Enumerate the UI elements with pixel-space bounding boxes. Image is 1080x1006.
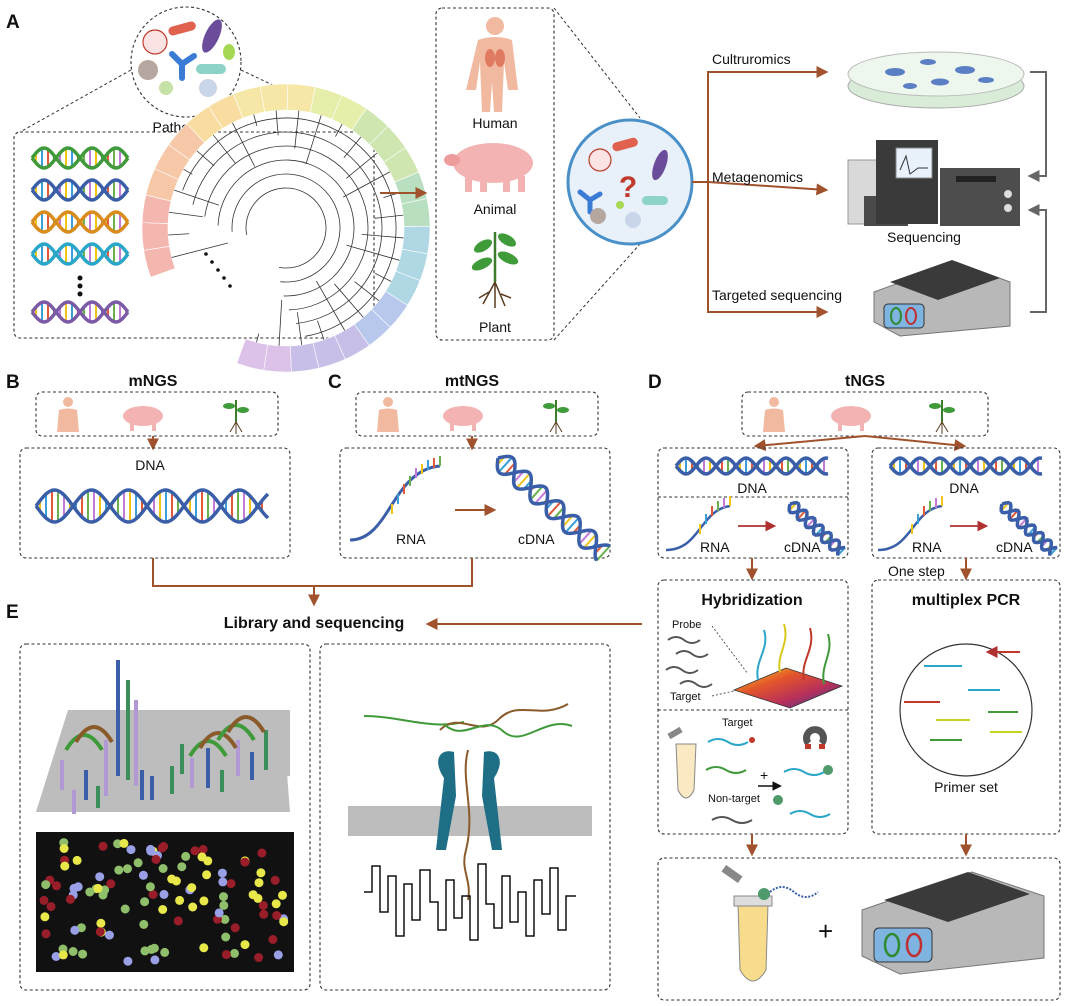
one-step-label: One step (888, 563, 945, 579)
target-label-2: Target (722, 717, 753, 729)
library-pcr-machine-icon (861, 871, 1045, 975)
probe-label: Probe (672, 619, 701, 631)
non-target-label: Non-target (708, 793, 760, 805)
nanopore-box (319, 643, 611, 991)
probe-strands (665, 636, 713, 688)
library-sequencing-label: Library and sequencing (224, 615, 404, 632)
tngs-hosts-box (741, 391, 989, 437)
dna-stack (30, 146, 130, 324)
panel-label-e: E (6, 602, 19, 623)
panel-label-d: D (648, 372, 662, 393)
primer-arrows (904, 646, 1022, 741)
capture-plus-sign: + (760, 767, 768, 783)
genomes-box (13, 131, 375, 339)
mtngs-cdna-label: cDNA (518, 531, 555, 547)
tngs-library-box (657, 857, 1061, 1001)
metagenomics-label: Metagenomics (712, 169, 803, 185)
tngs-right-dna-helix (888, 456, 1043, 476)
nanopore-illustration (348, 703, 592, 901)
human-icon (466, 17, 518, 112)
mngs-title: mNGS (129, 373, 178, 390)
mtngs-host-icons (377, 397, 569, 434)
mtngs-rna-label: RNA (396, 531, 426, 547)
mngs-dna-helix (34, 488, 270, 524)
capture-strands (705, 737, 833, 824)
culturomics-label: Cultruromics (712, 51, 791, 67)
flow-cell-illustration (36, 660, 290, 814)
hybridization-box (657, 579, 849, 835)
hybridization-title: Hybridization (701, 592, 802, 609)
mngs-dna-box (19, 447, 291, 559)
pcr-machine-icon (873, 260, 1011, 337)
tngs-left-dna-helix (674, 456, 829, 476)
magnet-icon (803, 726, 828, 749)
sequencing-label: Sequencing (887, 229, 961, 245)
tngs-left-nucleic-box (657, 447, 849, 559)
panel-label-a: A (6, 12, 20, 33)
tngs-right-rna-label: RNA (912, 539, 942, 555)
mngs-hosts-box (35, 391, 279, 437)
tngs-left-dna-label: DNA (737, 480, 767, 496)
library-tube-icon (721, 864, 819, 982)
microarray-chip (732, 623, 844, 709)
mngs-dna-label: DNA (135, 457, 165, 473)
tngs-right-cdna-label: cDNA (996, 539, 1033, 555)
pathogens-circle (130, 6, 242, 118)
mngs-host-icons (57, 397, 249, 434)
phylogenetic-tree (141, 83, 431, 373)
target-label: Target (670, 691, 701, 703)
unknown-question-mark: ? (619, 171, 637, 204)
multiplex-pcr-title: multiplex PCR (912, 592, 1021, 609)
library-plus-sign: + (818, 916, 833, 946)
mtngs-hosts-box (355, 391, 599, 437)
ngs-flowcell-box (19, 643, 311, 991)
petri-dish-icon (847, 51, 1025, 109)
tngs-right-dna-label: DNA (949, 480, 979, 496)
capture-tube-icon (667, 726, 697, 799)
fluorescence-dots (39, 838, 289, 966)
targeted-sequencing-label: Targeted sequencing (712, 287, 842, 303)
primer-set-label: Primer set (934, 779, 998, 795)
primer-circle (899, 643, 1033, 777)
plant-icon (471, 232, 519, 308)
pig-icon (444, 143, 533, 192)
plant-label: Plant (479, 319, 511, 335)
mtngs-title: mtNGS (445, 373, 500, 390)
mtngs-cdna-helix (495, 454, 611, 562)
panel-label-c: C (328, 372, 342, 393)
tngs-title: tNGS (845, 373, 885, 390)
mtngs-rna-box (339, 447, 611, 559)
tngs-host-icons (763, 397, 955, 434)
hosts-box (435, 7, 555, 341)
current-signal-trace (364, 863, 576, 941)
mtngs-rna-strand (349, 456, 441, 542)
tngs-left-rna-label: RNA (700, 539, 730, 555)
tngs-left-cdna-label: cDNA (784, 539, 821, 555)
sequencer-machine-icon (847, 140, 1020, 226)
panel-label-b: B (6, 372, 20, 393)
human-label: Human (472, 115, 517, 131)
animal-label: Animal (474, 201, 517, 217)
